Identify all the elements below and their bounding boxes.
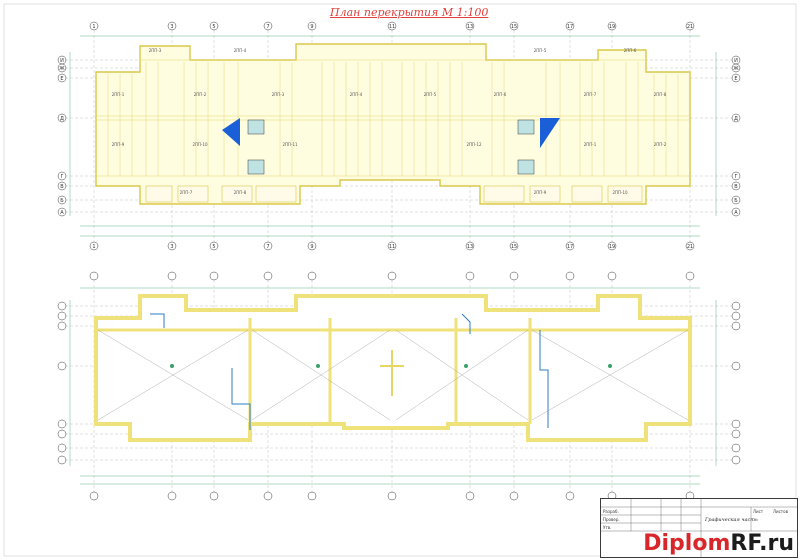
shaft-opening xyxy=(517,159,535,175)
slab-mark-label: 2ПП-9 xyxy=(112,142,125,147)
axis-number-label: 17 xyxy=(567,244,573,250)
axis-number-label: 19 xyxy=(609,244,615,250)
axis-number-label: 5 xyxy=(212,244,215,250)
axis-number-label: 9 xyxy=(310,24,313,30)
axis-letter-label: А xyxy=(734,210,738,216)
slab-mark-label: 2ПП-3 xyxy=(272,92,285,97)
axis-number-label: 1 xyxy=(92,244,95,250)
slab-mark-label: 2ПП-4 xyxy=(350,92,363,97)
title-block-stamp: Разраб. Провер. Утв. Лист Листов Графиче… xyxy=(600,498,798,558)
axis-number-label: 7 xyxy=(266,244,269,250)
axis-number-label: 11 xyxy=(389,24,395,30)
axis-number-label: 21 xyxy=(687,24,693,30)
axis-letter-label: Д xyxy=(60,116,64,122)
slab-mark-label: 2ПП-6 xyxy=(494,92,507,97)
lower-slab-plan xyxy=(57,271,741,501)
room-labels: 2ПП-1 2ПП-2 2ПП-3 2ПП-4 2ПП-5 2ПП-6 2ПП-7 2ПП-8… xyxy=(112,48,667,195)
slab-mark-label: 2ПП-2 xyxy=(194,92,207,97)
axis-number-label: 5 xyxy=(212,24,215,30)
slab-mark-label: 2ПП-9 xyxy=(534,190,547,195)
axis-letter-label: А xyxy=(60,210,64,216)
slab-mark-label: 2ПП-12 xyxy=(466,142,482,147)
slab-mark-label: 2ПП-6 xyxy=(624,48,637,53)
slab-mark-label: 2ПП-1 xyxy=(584,142,597,147)
upper-slab-outline xyxy=(95,43,691,205)
slab-mark-label: 2ПП-11 xyxy=(282,142,298,147)
sheet-border xyxy=(3,3,797,557)
axis-number-label: 13 xyxy=(467,244,473,250)
shaft-opening xyxy=(247,119,265,135)
opening-hatch xyxy=(222,118,240,146)
stamp-cell: Листов xyxy=(773,509,788,514)
axis-number-label: 3 xyxy=(170,244,173,250)
slab-mark-label: 2ПП-10 xyxy=(612,190,628,195)
watermark-part-1: Diplom xyxy=(643,531,731,556)
axis-letter-label: И xyxy=(734,58,738,64)
axis-letter-label: В xyxy=(60,184,64,190)
axis-letter-label: Е xyxy=(734,76,737,82)
stamp-cell: Провер. xyxy=(603,517,620,522)
axis-number-label: 11 xyxy=(389,244,395,250)
axis-letter-label: Д xyxy=(734,116,738,122)
slab-mark-label: 2ПП-5 xyxy=(424,92,437,97)
axis-letter-label: Ж xyxy=(59,66,65,72)
slab-mark-label: 2ПП-3 xyxy=(149,48,162,53)
shaft-opening xyxy=(247,159,265,175)
axis-number-label: 21 xyxy=(687,244,693,250)
axis-letter-label: Ж xyxy=(733,66,739,72)
shaft-opening xyxy=(517,119,535,135)
opening-hatch xyxy=(540,118,560,148)
slab-mark-label: 2ПП-2 xyxy=(654,142,667,147)
upper-slab-plan xyxy=(57,21,741,251)
slab-mark-label: 2ПП-7 xyxy=(584,92,597,97)
drawing-title: План перекрытия М 1:100 xyxy=(330,6,489,19)
axis-letter-label: Г xyxy=(734,174,737,180)
watermark-part-2: RF.ru xyxy=(730,531,794,556)
axis-letter-label: Е xyxy=(60,76,63,82)
axis-letter-label: Б xyxy=(60,198,64,204)
axis-number-label: 13 xyxy=(467,24,473,30)
slab-mark-label: 2ПП-8 xyxy=(654,92,667,97)
slab-mark-label: 2ПП-4 xyxy=(234,48,247,53)
axis-number-label: 7 xyxy=(266,24,269,30)
stamp-grid xyxy=(601,499,797,557)
axis-number-label: 9 xyxy=(310,244,313,250)
axis-number-label: 1 xyxy=(92,24,95,30)
slab-mark-label: 2ПП-7 xyxy=(180,190,193,195)
slab-mark-label: 2ПП-1 xyxy=(112,92,125,97)
axis-letter-label: Г xyxy=(60,174,63,180)
axis-letter-label: И xyxy=(60,58,64,64)
slab-mark-label: 2ПП-10 xyxy=(192,142,208,147)
stamp-cell: Утв. xyxy=(603,525,612,530)
stamp-cell: Разраб. xyxy=(603,509,619,514)
axis-number-label: 15 xyxy=(511,24,517,30)
axis-number-label: 3 xyxy=(170,24,173,30)
stamp-title: Графическая часть xyxy=(705,517,758,523)
stamp-cell: Лист xyxy=(753,509,764,514)
axis-letter-label: Б xyxy=(734,198,738,204)
axis-letter-label: В xyxy=(734,184,738,190)
axis-number-label: 19 xyxy=(609,24,615,30)
slab-mark-label: 2ПП-5 xyxy=(534,48,547,53)
axis-number-label: 15 xyxy=(511,244,517,250)
slab-mark-label: 2ПП-8 xyxy=(234,190,247,195)
site-watermark: DiplomRF.ru xyxy=(643,531,794,556)
axis-number-label: 17 xyxy=(567,24,573,30)
